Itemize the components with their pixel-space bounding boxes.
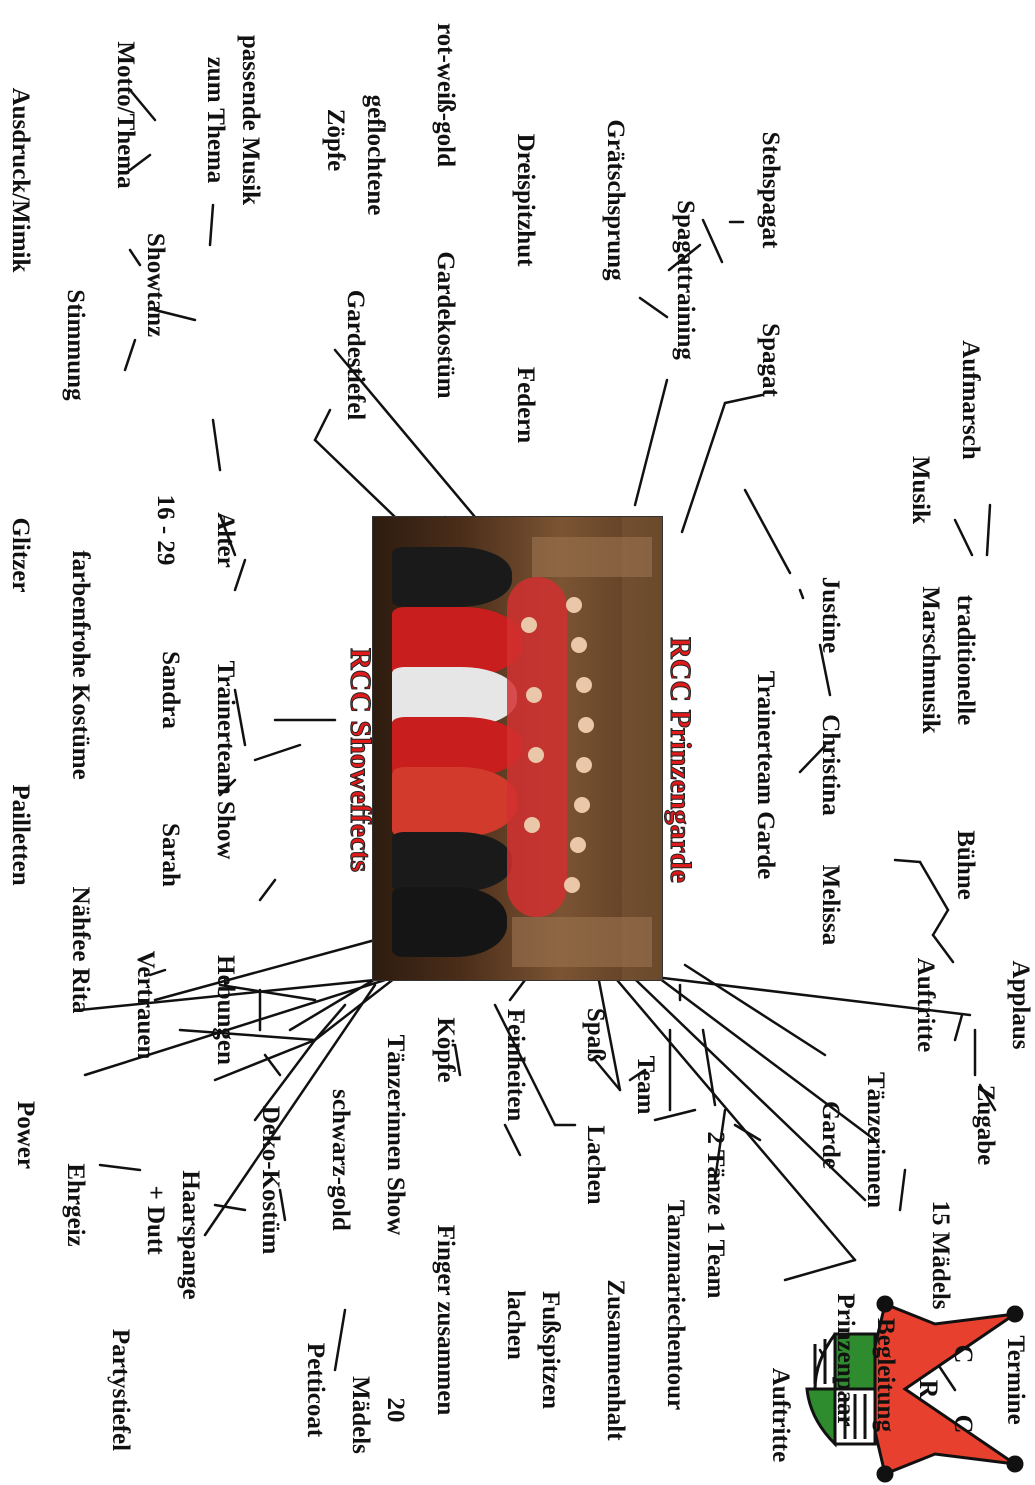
node-feinheiten: Feinheiten [502, 1008, 530, 1122]
node-team: Team [632, 1055, 660, 1115]
node-tanzmariechentour: Tanzmariechentour [662, 1199, 690, 1411]
node-vertrauen: Vertrauen [132, 950, 160, 1060]
node-haarspange: Haarspange [177, 1170, 205, 1300]
node-taenzerinnen: Tänzerinnen [862, 1071, 890, 1209]
node-motto: Motto/Thema [112, 41, 140, 189]
node-prinzenpaar: Prinzenpaar [832, 1293, 860, 1427]
node-applaus: Applaus [1007, 960, 1035, 1050]
node-naehfee: Nähfee Rita [67, 886, 95, 1014]
node-finger: Finger zusammen [432, 1224, 460, 1416]
node-showtanz: Showtanz [142, 232, 170, 338]
node-20: 20 [382, 1397, 410, 1423]
node-zum-thema: zum Thema [202, 56, 230, 184]
node-fussspitzen: Fußspitzen [537, 1290, 565, 1410]
node-2-taenze: 2 Tänze 1 Team [702, 1131, 730, 1299]
node-federn: Federn [512, 366, 540, 444]
node-trainerteam-show: Trainerteam Show [212, 660, 240, 860]
node-trainerteam-garde: Trainerteam Garde [752, 670, 780, 880]
node-pailletten: Pailletten [7, 784, 35, 886]
node-zugabe: Zugabe [972, 1084, 1000, 1166]
node-auftritte-2: Auftritte [767, 1367, 795, 1463]
node-begleitung: Begleitung [872, 1318, 900, 1432]
node-schwarz-gold: schwarz-gold [327, 1089, 355, 1231]
group-photo [373, 517, 662, 980]
node-aufmarsch: Aufmarsch [957, 340, 985, 460]
node-power: Power [12, 1100, 40, 1170]
rcc-logo: R C C [805, 1295, 1024, 1483]
node-glitzer: Glitzer [7, 517, 35, 593]
node-auftritte: Auftritte [912, 957, 940, 1053]
node-zoepfe: Zöpfe [322, 108, 350, 172]
node-christina: Christina [817, 714, 845, 816]
node-koepfe: Köpfe [432, 1017, 460, 1083]
node-dreispitzhut: Dreispitzhut [512, 133, 540, 267]
node-dutt: + Dutt [142, 1185, 170, 1255]
node-melissa: Melissa [817, 864, 845, 946]
node-gardestiefel: Gardestiefel [342, 289, 370, 421]
node-petticoat: Petticoat [302, 1342, 330, 1438]
node-taenzerinnen-show: Tänzerinnen Show [382, 1034, 410, 1236]
node-alter-value: 16 - 29 [152, 494, 180, 566]
node-traditionelle: traditionelle [952, 594, 980, 726]
node-sandra: Sandra [157, 651, 185, 729]
node-hebungen: Hebungen [212, 955, 240, 1065]
node-deko-kostuem: Deko-Kostüm [257, 1105, 285, 1255]
node-spagattraining: Spagattraining [672, 200, 700, 360]
node-farbenfrohe: farbenfrohe Kostüme [67, 550, 95, 780]
node-marschmusik: Marschmusik [917, 586, 945, 734]
logo-letter-c2: C [949, 1415, 978, 1434]
node-justine: Justine [817, 576, 845, 654]
node-garde: Garde [817, 1100, 845, 1170]
center-title-prinzengarde: RCC Prinzengarde [663, 637, 697, 884]
node-stimmung: Stimmung [62, 289, 90, 401]
node-ausdruck: Ausdruck/Mimik [7, 87, 35, 273]
logo-letter-r: R [914, 1380, 943, 1399]
node-spass: Spaß [582, 1007, 610, 1063]
logo-letter-c1: C [949, 1345, 978, 1364]
node-stehspagat: Stehspagat [757, 131, 785, 249]
node-musik: Musik [907, 455, 935, 525]
node-lachen-team: Lachen [582, 1125, 610, 1205]
node-sarah: Sarah [157, 823, 185, 887]
node-geflochtene: geflochtene [362, 94, 390, 216]
node-gardekostuem: Gardekostüm [432, 251, 460, 399]
node-ehrgeiz: Ehrgeiz [62, 1163, 90, 1247]
node-lachen: lachen [502, 1290, 530, 1360]
node-buehne: Bühne [952, 830, 980, 900]
node-alter: Alter [212, 512, 240, 568]
node-passende-musik: passende Musik [237, 34, 265, 206]
node-15-maedels: 15 Mädels [927, 1200, 955, 1310]
node-spagat: Spagat [757, 323, 785, 397]
center-title-showeffects: RCC Showeffects [343, 647, 377, 873]
node-zusammenhalt: Zusammenhalt [602, 1279, 630, 1441]
node-termine: Termine [1002, 1335, 1030, 1425]
node-rot-weiss-gold: rot-weiß-gold [432, 23, 460, 167]
node-maedels: Mädels [347, 1376, 375, 1454]
node-partystiefel: Partystiefel [107, 1328, 135, 1452]
node-graetschsprung: Grätschsprung [602, 119, 630, 281]
